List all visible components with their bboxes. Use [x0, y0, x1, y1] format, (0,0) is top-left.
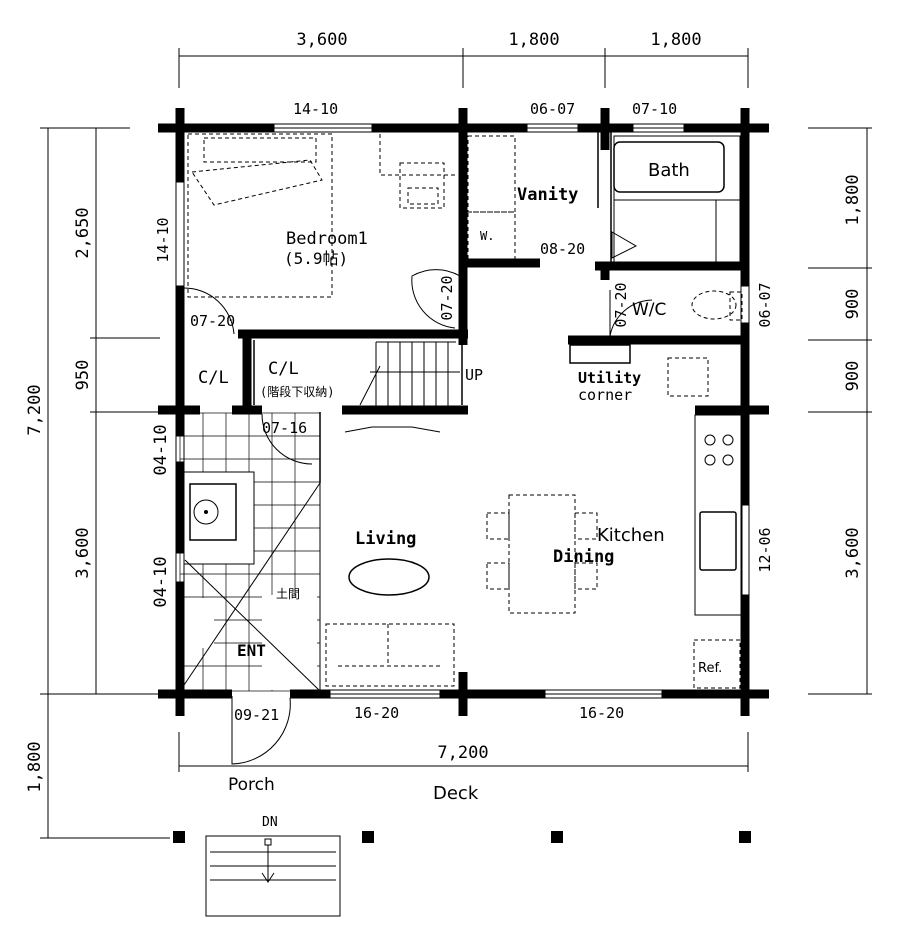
room-utility-corner: corner: [578, 386, 632, 404]
dim-right-3: 900: [843, 361, 863, 392]
appliance-ref: Ref.: [698, 661, 722, 676]
opening-bed-door: 07-20: [190, 312, 235, 330]
opening-vanity-door: 08-20: [540, 240, 585, 258]
dim-left-2: 950: [73, 360, 93, 391]
room-doma: 土間: [276, 587, 300, 601]
walls: [158, 108, 769, 843]
bedroom-bed: [187, 133, 455, 298]
room-bedroom-size: (5.9帖): [284, 249, 348, 268]
opening-wc-door: 07-20: [612, 282, 630, 327]
room-washer: W.: [480, 229, 494, 243]
stair-down-label: DN: [262, 815, 278, 830]
windows: [175, 123, 750, 699]
dim-right-1: 1,800: [843, 174, 863, 225]
area-porch: Porch: [228, 775, 275, 795]
opening-top-bed: 14-10: [293, 100, 338, 118]
door-swings: [183, 231, 653, 765]
dim-left-total: 7,200: [25, 384, 45, 435]
opening-kitchen-window: 12-06: [756, 527, 774, 572]
room-closet-2-note: (階段下収納): [260, 384, 334, 399]
room-entrance: ENT: [237, 641, 266, 660]
toilet: [691, 290, 743, 321]
opening-top-vanity: 06-07: [530, 100, 575, 118]
stairs: [359, 341, 460, 406]
dimension-lines: [40, 48, 872, 839]
room-bedroom: Bedroom1: [286, 229, 368, 249]
opening-ent-window-1: 04-10: [151, 424, 171, 475]
dining-set: [486, 494, 598, 614]
porch-steps: [205, 835, 341, 917]
opening-top-bath: 07-10: [632, 100, 677, 118]
stair-up-label: UP: [465, 366, 483, 384]
room-utility: Utility: [578, 369, 641, 387]
kitchen-counter: [693, 414, 743, 689]
dim-top-1: 3,600: [296, 30, 347, 50]
living-furniture: [325, 426, 455, 687]
entrance-sink: [189, 483, 237, 541]
dim-bottom-total: 7,200: [437, 743, 488, 763]
area-deck: Deck: [433, 783, 479, 804]
utility-fixtures: [569, 344, 709, 397]
room-bath: Bath: [648, 160, 690, 181]
dim-top-3: 1,800: [650, 30, 701, 50]
dim-right-4: 3,600: [843, 527, 863, 578]
opening-closet-2-door: 07-16: [262, 419, 307, 437]
partitions: [181, 132, 612, 483]
vanity-fixtures: [467, 135, 516, 263]
room-wc: W/C: [632, 300, 666, 320]
room-vanity: Vanity: [517, 185, 578, 205]
opening-left-bed: 14-10: [154, 217, 172, 262]
room-closet-2: C/L: [268, 359, 299, 379]
opening-bed-door-2: 07-20: [438, 275, 456, 320]
bathtub: [613, 135, 741, 265]
opening-bottom-living: 16-20: [354, 704, 399, 722]
dim-left-bottom: 1,800: [25, 741, 45, 792]
dim-right-2: 900: [843, 289, 863, 320]
room-kitchen: Kitchen: [597, 525, 665, 546]
opening-wc-window: 06-07: [756, 282, 774, 327]
room-closet-1: C/L: [198, 368, 229, 388]
dim-top-2: 1,800: [508, 30, 559, 50]
opening-entrance-door: 09-21: [234, 706, 279, 724]
dim-left-1: 2,650: [73, 207, 93, 258]
opening-bottom-dining: 16-20: [579, 704, 624, 722]
room-dining: Dining: [553, 547, 614, 567]
opening-ent-window-2: 04-10: [151, 556, 171, 607]
dim-left-3: 3,600: [73, 527, 93, 578]
room-living: Living: [355, 529, 416, 549]
